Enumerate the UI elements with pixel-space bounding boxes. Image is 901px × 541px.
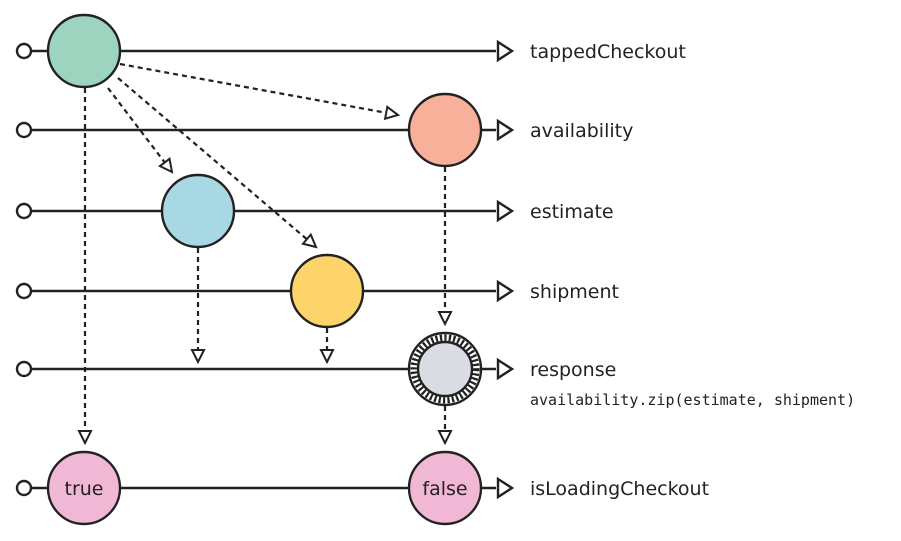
event-text-false: false [422,478,467,500]
timeline-estimate [15,199,515,223]
stream-label-availability: availability [530,120,633,142]
timeline-end-arrow [496,199,515,223]
timeline-end-arrow [496,118,515,142]
event-marble-tap [46,13,122,89]
arrow-tap-to-availability [119,62,398,115]
stream-label-tappedCheckout: tappedCheckout [530,41,686,63]
timeline-start-marker [15,479,33,497]
event-marble-shipment [289,253,365,329]
stream-label-response: response [530,359,616,381]
stream-label-shipment: shipment [530,281,619,303]
timeline-start-marker [15,282,33,300]
event-marble-loading-false: false [407,450,483,526]
dependency-arrows [85,62,445,443]
timeline-end-arrow [496,39,515,63]
timeline-start-marker [15,121,33,139]
timeline-start-marker [15,202,33,220]
event-marble-availability [407,92,483,168]
stream-label-estimate: estimate [530,201,614,223]
timeline-end-arrow [496,279,515,303]
event-text-true: true [65,478,104,500]
arrow-tap-to-shipment [117,77,316,247]
timeline-start-marker [15,42,33,60]
event-marble-estimate [160,173,236,249]
event-marble-response [407,331,483,407]
timeline-end-arrow [496,476,515,500]
timeline-start-marker [15,360,33,378]
timeline-end-arrow [496,357,515,381]
stream-label-isLoadingCheckout: isLoadingCheckout [530,478,709,500]
event-marble-loading-true: true [46,450,122,526]
stream-sublabel-response: availability.zip(estimate, shipment) [530,391,855,409]
timeline-shipment [15,279,515,303]
